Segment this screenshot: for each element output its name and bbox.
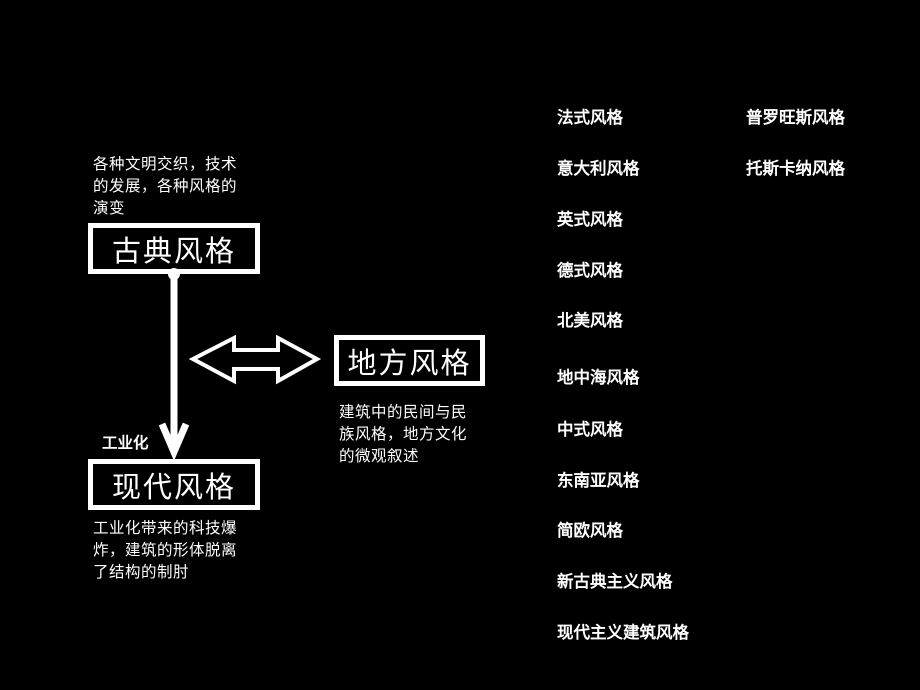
style-item: 托斯卡纳风格 xyxy=(746,159,845,178)
style-item: 英式风格 xyxy=(557,210,623,229)
style-item: 法式风格 xyxy=(557,108,623,127)
industrialization-arrow-head xyxy=(158,422,190,461)
industrialization-label: 工业化 xyxy=(102,434,149,452)
double-arrow xyxy=(188,334,322,385)
style-item: 地中海风格 xyxy=(557,368,640,387)
modern-style-box: 现代风格 xyxy=(88,459,260,510)
regional-style-box: 地方风格 xyxy=(334,335,485,386)
style-item: 简欧风格 xyxy=(557,521,623,540)
style-item: 德式风格 xyxy=(557,261,623,280)
style-item: 意大利风格 xyxy=(557,159,640,178)
style-item: 北美风格 xyxy=(557,311,623,330)
style-item: 中式风格 xyxy=(557,420,623,439)
modern-note: 工业化带来的科技爆 炸，建筑的形体脱离 了结构的制肘 xyxy=(93,519,238,581)
classical-style-box: 古典风格 xyxy=(88,223,260,274)
style-item: 普罗旺斯风格 xyxy=(746,108,845,127)
style-item: 现代主义建筑风格 xyxy=(557,623,689,642)
classical-note: 各种文明交织，技术 的发展，各种风格的 演变 xyxy=(93,155,238,217)
style-item: 东南亚风格 xyxy=(557,471,640,490)
style-item: 新古典主义风格 xyxy=(557,572,673,591)
regional-note: 建筑中的民间与民 族风格，地方文化 的微观叙述 xyxy=(339,403,468,465)
